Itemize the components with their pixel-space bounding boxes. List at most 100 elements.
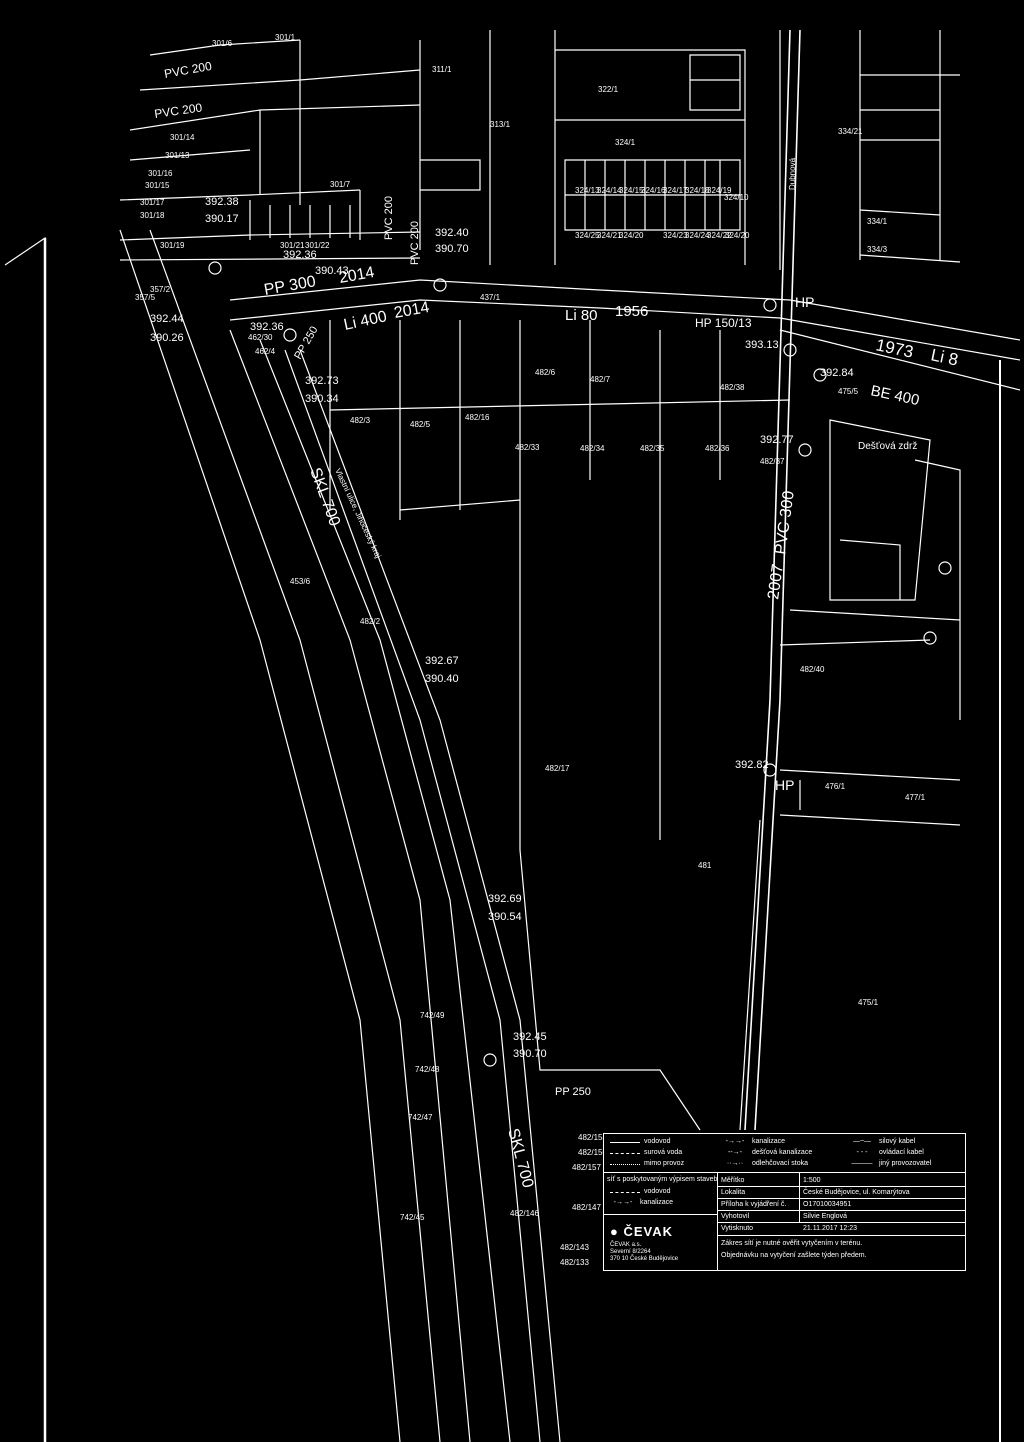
legend-item: surová voda xyxy=(610,1148,682,1158)
pipe-label: Li 80 xyxy=(565,307,598,324)
parcel-number: 324/23 xyxy=(663,231,688,240)
parcel-number: 482/5 xyxy=(410,420,431,429)
elevation: 390.26 xyxy=(150,332,184,344)
elevation: 390.34 xyxy=(305,393,339,405)
legend-divider xyxy=(717,1172,718,1270)
pipe-label: Dešťová zdrž xyxy=(858,441,917,452)
parcel-number: 462/4 xyxy=(255,347,276,356)
parcel-number: 324/15 xyxy=(619,186,644,195)
field-location: Lokalita České Budějovice, ul. Komarýtov… xyxy=(721,1189,910,1196)
parcel-number: 742/49 xyxy=(420,1011,445,1020)
legend-item: vodovod xyxy=(610,1187,670,1197)
parcel-number: 742/47 xyxy=(408,1113,433,1122)
parcel-number: 482/143 xyxy=(560,1243,589,1252)
elevation: 390.70 xyxy=(513,1048,547,1060)
parcel-number: 482/16 xyxy=(465,413,490,422)
sewer-arrow-icon: -→→- xyxy=(725,1138,745,1145)
sewer-arrow-icon: -→→- xyxy=(613,1199,633,1206)
map-labels: PVC 200 PVC 200 PP 300 2014 Li 400 2014 … xyxy=(135,33,960,1267)
parcel-number: 301/22 xyxy=(305,241,330,250)
parcel-number: 324/22 xyxy=(707,231,732,240)
parcel-number: 324/14 xyxy=(597,186,622,195)
water-line-icon xyxy=(610,1191,640,1193)
parcel-number: 301/16 xyxy=(148,169,173,178)
parcel-number: 482/35 xyxy=(640,444,665,453)
elevation: 393.13 xyxy=(745,339,779,351)
pipe-label: HP xyxy=(795,294,814,310)
parcel-number: 324/19 xyxy=(707,186,732,195)
parcel-number: 324/16 xyxy=(641,186,666,195)
parcel-number: 301/1 xyxy=(275,33,296,42)
parcel-number: 324/10 xyxy=(724,193,749,202)
parcel-number: 482/133 xyxy=(560,1258,589,1267)
field-author: Vyhotovil Silvie Englová xyxy=(721,1213,847,1220)
elevation: 392.77 xyxy=(760,434,794,446)
parcel-number: 334/3 xyxy=(867,245,888,254)
pipe-label: Li 400 xyxy=(342,308,388,334)
parcel-number: 482/150 xyxy=(578,1148,607,1157)
parcel-number: 324/1 xyxy=(615,138,636,147)
legend-item: —~— silový kabel xyxy=(849,1137,915,1147)
elevation: 390.40 xyxy=(425,673,459,685)
parcel-number: 482/146 xyxy=(510,1209,539,1218)
cevak-logo: ● ČEVAK xyxy=(610,1224,674,1239)
logo-drop-icon: ● xyxy=(610,1224,619,1239)
parcel-number: 311/1 xyxy=(432,65,452,74)
legend-divider xyxy=(799,1172,800,1223)
parcel-number: 482/147 xyxy=(572,1203,601,1212)
parcel-number: 301/7 xyxy=(330,180,351,189)
elevation: 390.54 xyxy=(488,911,522,923)
parcel-number: 324/20 xyxy=(619,231,644,240)
pipe-label: HP 150/13 xyxy=(695,316,752,330)
raw-water-line-icon xyxy=(610,1152,640,1154)
parcel-number: 476/1 xyxy=(825,782,846,791)
pipe-label: PVC 200 xyxy=(409,221,421,265)
pipe-label: PP 250 xyxy=(292,324,320,361)
legend-item: vodovod xyxy=(610,1137,670,1147)
pipe-label: 2014 xyxy=(338,264,376,287)
parcel-number: 482/153 xyxy=(578,1133,607,1142)
parcel-number: 357/5 xyxy=(135,293,156,302)
pipe-label: BE 400 xyxy=(869,382,921,409)
legend-item: -→→- kanalizace xyxy=(722,1137,785,1147)
pipe-label: 2014 xyxy=(393,299,431,322)
parcel-number: 334/1 xyxy=(867,217,888,226)
parcel-number: 482/17 xyxy=(545,764,570,773)
elevation: 392.38 xyxy=(205,196,239,208)
field-scale: Měřítko 1:500 xyxy=(721,1177,821,1184)
parcel-number: 301/13 xyxy=(165,151,190,160)
street-label: Dubnová xyxy=(788,157,797,190)
storm-sewer-arrow-icon: --→- xyxy=(728,1149,742,1156)
parcel-number: 324/20 xyxy=(725,231,750,240)
parcel-number: 482/157 xyxy=(572,1163,601,1172)
parcel-number: 482/2 xyxy=(360,617,381,626)
pipe-label: PVC 200 xyxy=(383,196,395,240)
parcel-number: 453/6 xyxy=(290,577,311,586)
elevation: 392.36 xyxy=(250,321,284,333)
manhole-symbols xyxy=(208,261,952,1067)
parcel-number: 324/18 xyxy=(685,186,710,195)
parcel-number: 301/6 xyxy=(212,39,233,48)
parcel-number: 301/17 xyxy=(140,198,165,207)
parcel-number: 324/24 xyxy=(685,231,710,240)
control-cable-icon: - - - xyxy=(856,1149,868,1156)
pipe-label: PVC 200 xyxy=(153,100,203,121)
parcel-number: 322/1 xyxy=(598,85,619,94)
elevation: 392.69 xyxy=(488,893,522,905)
legend-divider xyxy=(604,1172,965,1173)
legend-item: - - - ovládací kabel xyxy=(849,1148,924,1158)
parcel-number: 313/1 xyxy=(490,120,511,129)
other-operator-icon: ——— xyxy=(851,1160,873,1167)
elevation: 392.45 xyxy=(513,1031,547,1043)
legend-note: Objednávku na vytyčení zašlete týden pře… xyxy=(721,1252,867,1259)
parcel-number: 742/48 xyxy=(415,1065,440,1074)
water-line-icon xyxy=(610,1141,640,1143)
elevation: 392.44 xyxy=(150,313,184,325)
elevation: 392.84 xyxy=(820,367,854,379)
field-printed: Vytisknuto 21.11.2017 12:23 xyxy=(721,1225,857,1232)
elevation: 392.82 xyxy=(735,759,769,771)
pipe-label: 1956 xyxy=(615,303,648,320)
parcel-boundaries xyxy=(4,29,1021,1442)
legend-item: mimo provoz xyxy=(610,1159,684,1169)
